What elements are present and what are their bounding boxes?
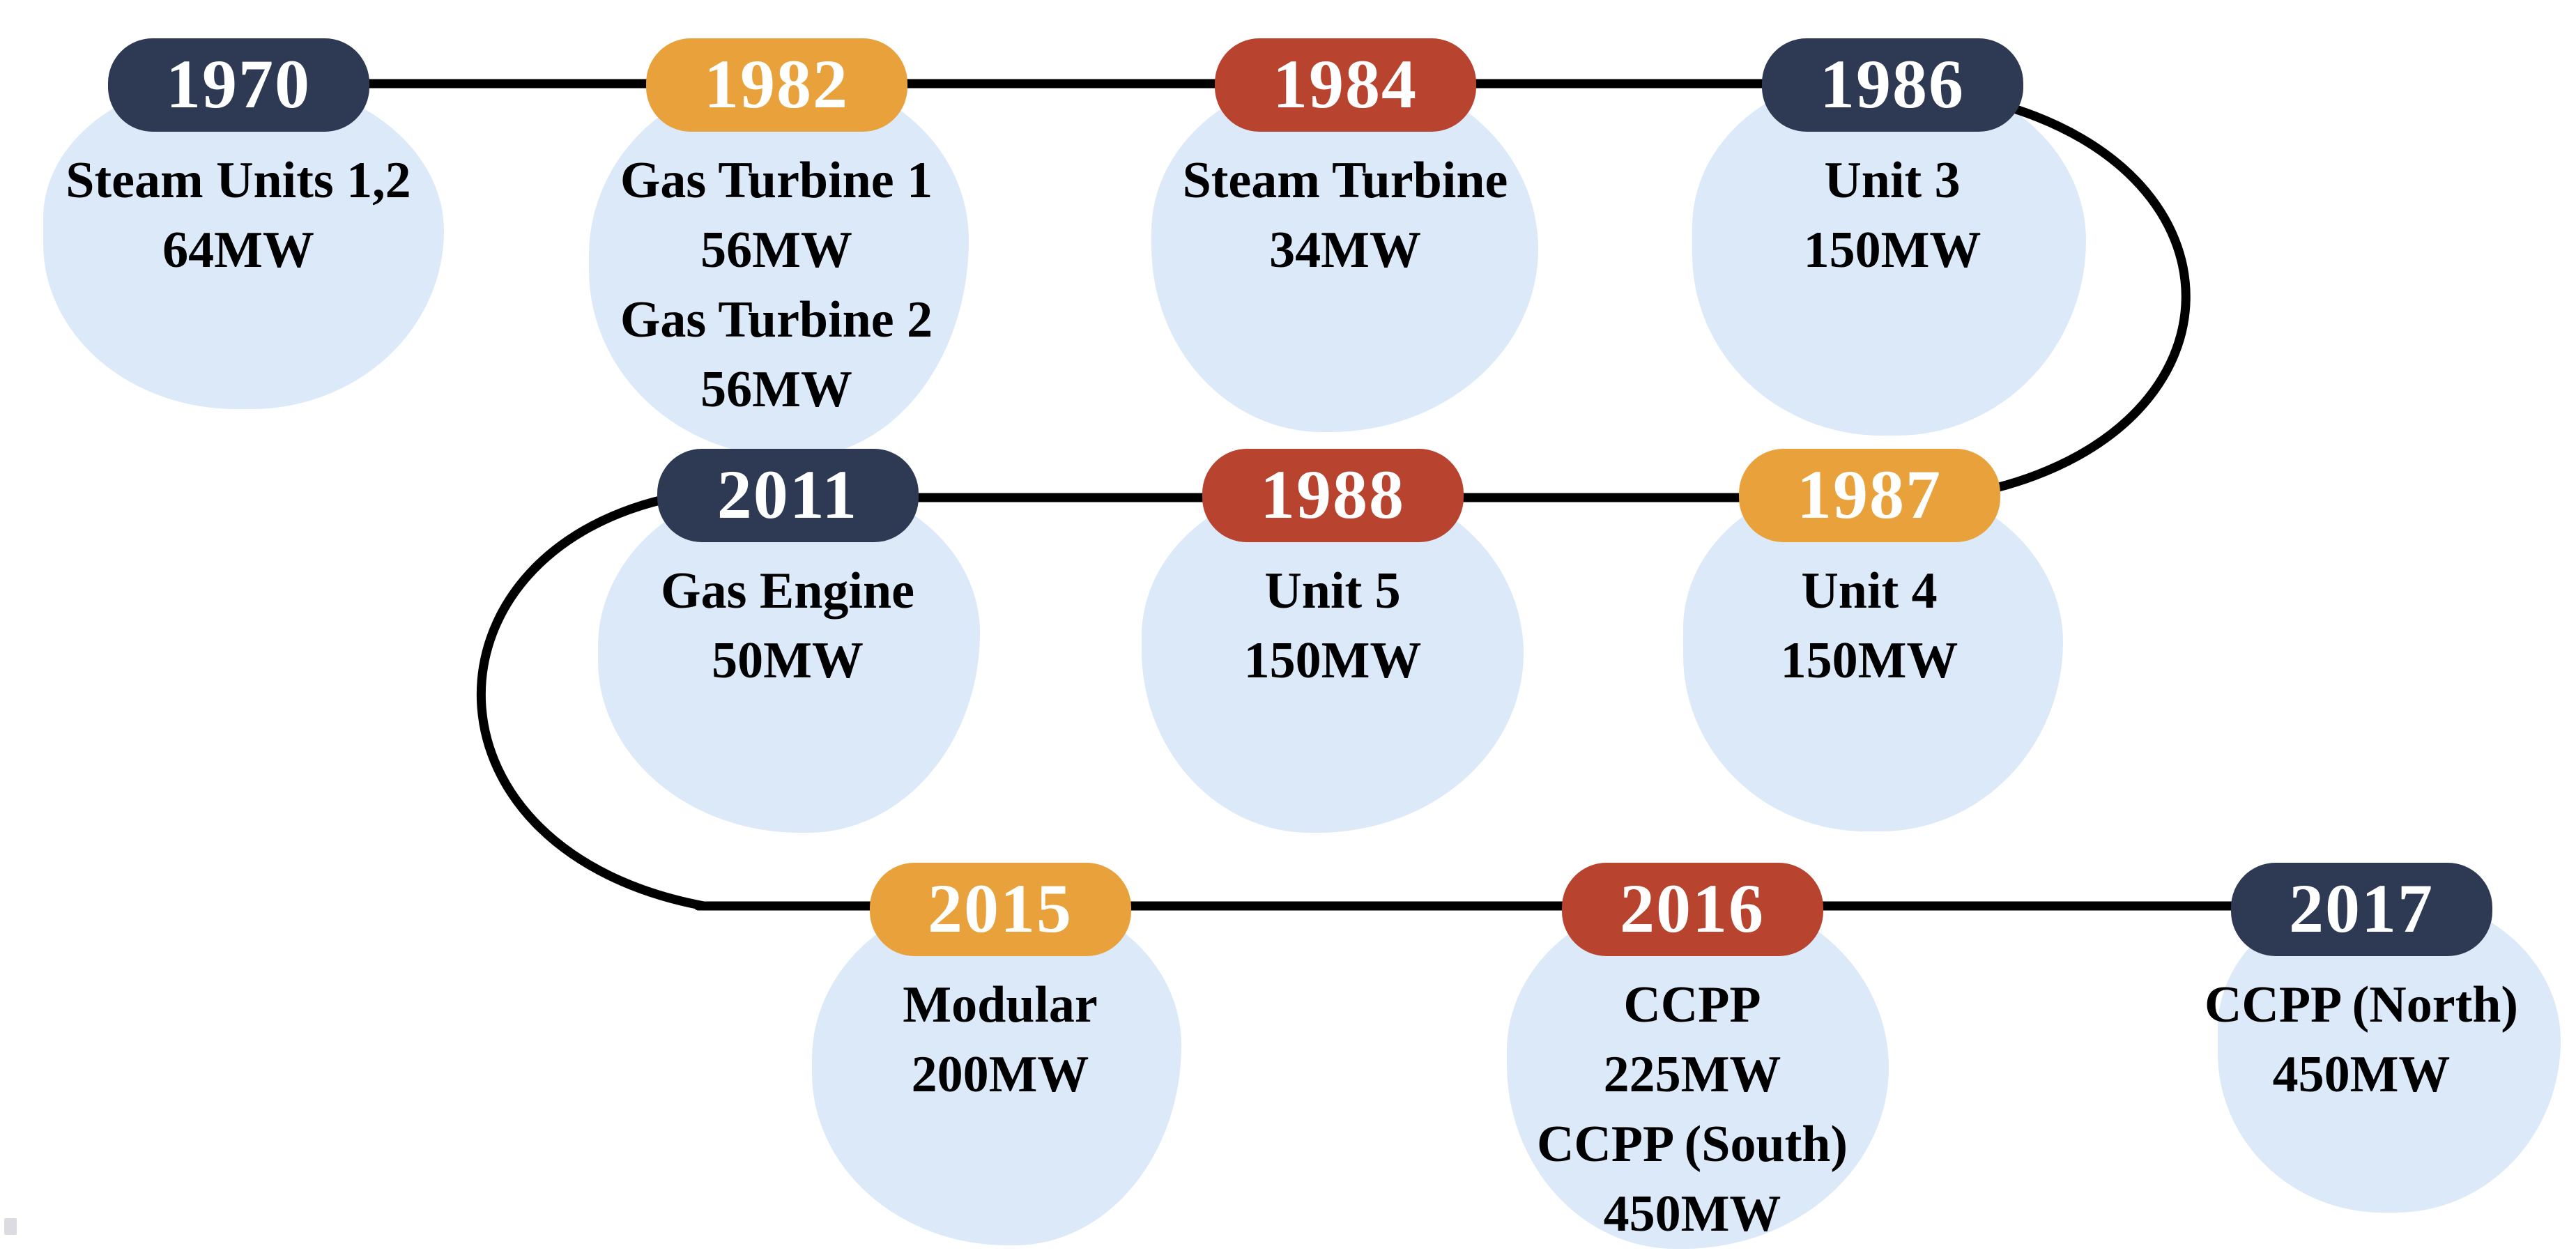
node-label: CCPP (South) <box>1536 1116 1848 1173</box>
node-labels: Gas Turbine 1 56MW Gas Turbine 2 56MW <box>567 146 986 424</box>
year-badge-2017: 2017 <box>2230 863 2492 956</box>
node-label: 450MW <box>1603 1185 1781 1243</box>
node-label: Unit 5 <box>1264 562 1401 620</box>
node-1987: 1987 Unit 4 150MW <box>1660 449 2078 695</box>
node-blob-1982 <box>589 75 969 457</box>
year-badge-2016: 2016 <box>1561 863 1823 956</box>
node-2015: 2015 Modular 200MW <box>791 863 1209 1109</box>
node-1970: 1970 Steam Units 1,2 64MW <box>29 38 447 285</box>
node-label: CCPP (North) <box>2204 976 2519 1033</box>
node-label: 150MW <box>1780 632 1958 689</box>
node-labels: CCPP (North) 450MW <box>2152 970 2570 1109</box>
node-labels: Unit 4 150MW <box>1660 556 2078 695</box>
node-labels: Unit 5 150MW <box>1124 556 1542 695</box>
node-blob-1986 <box>1692 73 2086 436</box>
node-label: 150MW <box>1243 632 1422 689</box>
node-label: 56MW <box>700 222 852 279</box>
year-badge-1987: 1987 <box>1738 449 2000 542</box>
node-label: Steam Units 1,2 <box>66 152 411 209</box>
node-labels: Modular 200MW <box>791 970 1209 1109</box>
year-badge-1988: 1988 <box>1202 449 1464 542</box>
year-badge-1984: 1984 <box>1214 38 1476 132</box>
node-label: 56MW <box>700 361 852 418</box>
node-label: 225MW <box>1603 1046 1781 1103</box>
year-badge-2015: 2015 <box>869 863 1131 956</box>
node-1982: 1982 Gas Turbine 1 56MW Gas Turbine 2 56… <box>567 38 986 424</box>
node-2011: 2011 Gas Engine 50MW <box>578 449 997 695</box>
connector-arc-right <box>1991 100 2191 493</box>
node-1988: 1988 Unit 5 150MW <box>1124 449 1542 695</box>
node-labels: Steam Turbine 34MW <box>1136 146 1554 285</box>
node-label: Gas Turbine 2 <box>620 291 933 348</box>
node-labels: Gas Engine 50MW <box>578 556 997 695</box>
node-label: 450MW <box>2272 1046 2451 1103</box>
node-label: 50MW <box>712 632 864 689</box>
node-1986: 1986 Unit 3 150MW <box>1683 38 2101 285</box>
year-badge-1970: 1970 <box>107 38 369 132</box>
node-label: 150MW <box>1803 222 1981 279</box>
node-1984: 1984 Steam Turbine 34MW <box>1136 38 1554 285</box>
node-label: 200MW <box>911 1046 1089 1103</box>
node-labels: CCPP 225MW CCPP (South) 450MW <box>1483 970 1901 1249</box>
node-label: Unit 3 <box>1824 152 1961 209</box>
year-badge-2011: 2011 <box>657 449 919 542</box>
node-2017: 2017 CCPP (North) 450MW <box>2152 863 2570 1109</box>
node-label: Gas Turbine 1 <box>620 152 933 209</box>
node-label: 34MW <box>1269 222 1421 279</box>
year-badge-1982: 1982 <box>645 38 907 132</box>
node-label: Unit 4 <box>1801 562 1938 620</box>
node-label: 64MW <box>162 222 314 279</box>
node-labels: Steam Units 1,2 64MW <box>29 146 447 285</box>
node-label: CCPP <box>1623 976 1761 1033</box>
node-label: Steam Turbine <box>1182 152 1508 209</box>
node-labels: Unit 3 150MW <box>1683 146 2101 285</box>
node-label: Modular <box>903 976 1098 1033</box>
node-2016: 2016 CCPP 225MW CCPP (South) 450MW <box>1483 863 1901 1249</box>
node-blob-1984 <box>1151 73 1538 432</box>
stray-mark <box>4 1218 17 1235</box>
node-blob-1970 <box>43 78 444 409</box>
node-label: Gas Engine <box>661 562 914 620</box>
year-badge-1986: 1986 <box>1761 38 2023 132</box>
connector-arc-left <box>476 494 709 911</box>
